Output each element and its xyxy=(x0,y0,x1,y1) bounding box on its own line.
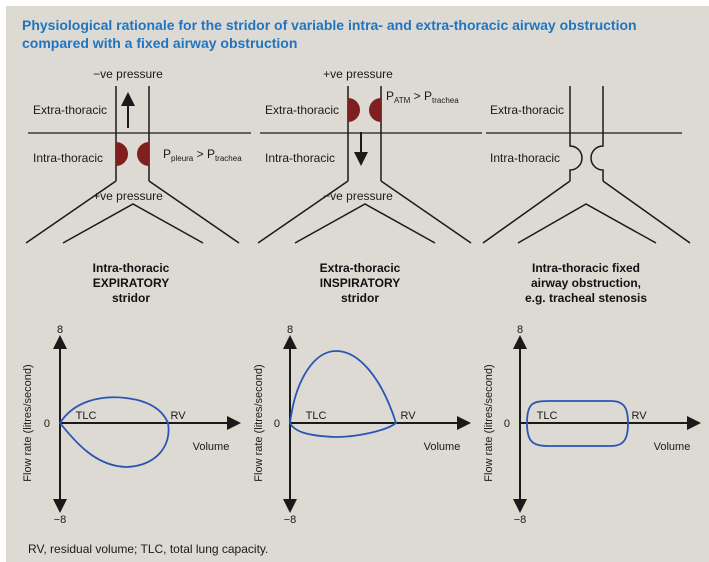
flow-volume-curve xyxy=(289,350,398,438)
intra-thoracic-label: Intra-thoracic xyxy=(33,151,103,165)
y-max-label: 8 xyxy=(517,324,523,336)
pressure-relation: Ppleura > Ptrachea xyxy=(163,147,242,163)
top-pressure-label: +ve pressure xyxy=(323,67,393,81)
intra-thoracic-label: Intra-thoracic xyxy=(490,151,560,165)
rv-label: RV xyxy=(631,410,647,422)
caption-line-3: stridor xyxy=(112,291,150,305)
footnote: RV, residual volume; TLC, total lung cap… xyxy=(28,542,269,556)
airway-diagram-inspiratory: +ve pressure Extra-thoracic Intra-thorac… xyxy=(257,67,482,305)
tlc-label: TLC xyxy=(306,410,327,422)
y-axis-label: Flow rate (litres/second) xyxy=(483,364,495,481)
y-min-label: −8 xyxy=(54,514,67,526)
lesion-left xyxy=(116,142,128,166)
flow-volume-loop-inspiratory: 8 0 −8 TLC RV Volume Flow rate (litres/s… xyxy=(253,324,471,526)
bottom-pressure-label: +ve pressure xyxy=(93,189,163,203)
y-max-label: 8 xyxy=(57,324,63,336)
caption-line-1: Extra-thoracic xyxy=(320,261,401,275)
caption-line-2: airway obstruction, xyxy=(531,276,641,290)
caption-line-2: EXPIRATORY xyxy=(93,276,169,290)
figure-graphics: −ve pressure Extra-thoracic Intra-thorac… xyxy=(22,67,701,526)
y-min-label: −8 xyxy=(284,514,297,526)
lesion-right xyxy=(369,98,381,122)
y-zero-label: 0 xyxy=(44,418,50,430)
top-pressure-label: −ve pressure xyxy=(93,67,163,81)
x-axis-label: Volume xyxy=(193,441,230,453)
caption-line-3: e.g. tracheal stenosis xyxy=(525,291,647,305)
x-axis-label: Volume xyxy=(424,441,461,453)
lesion-left xyxy=(348,98,360,122)
figure-title: Physiological rationale for the stridor … xyxy=(22,17,637,51)
flow-volume-loop-expiratory: 8 0 −8 TLC RV Volume Flow rate (litres/s… xyxy=(22,324,241,526)
extra-thoracic-label: Extra-thoracic xyxy=(265,103,339,117)
figure-panel: Physiological rationale for the stridor … xyxy=(6,6,709,562)
bottom-pressure-label: −ve pressure xyxy=(323,189,393,203)
lesion-right xyxy=(137,142,149,166)
flow-volume-loop-fixed: 8 0 −8 TLC RV Volume Flow rate (litres/s… xyxy=(483,324,701,526)
pressure-relation: PATM > Ptrachea xyxy=(386,89,459,105)
y-zero-label: 0 xyxy=(274,418,280,430)
y-zero-label: 0 xyxy=(504,418,510,430)
flow-volume-curve xyxy=(526,400,629,447)
airway-diagram-expiratory: −ve pressure Extra-thoracic Intra-thorac… xyxy=(25,67,251,305)
caption-line-1: Intra-thoracic xyxy=(93,261,170,275)
extra-thoracic-label: Extra-thoracic xyxy=(490,103,564,117)
caption-line-1: Intra-thoracic fixed xyxy=(532,261,640,275)
caption-line-2: INSPIRATORY xyxy=(320,276,400,290)
y-max-label: 8 xyxy=(287,324,293,336)
rv-label: RV xyxy=(170,410,186,422)
y-min-label: −8 xyxy=(514,514,527,526)
rv-label: RV xyxy=(400,410,416,422)
intra-thoracic-label: Intra-thoracic xyxy=(265,151,335,165)
x-axis-label: Volume xyxy=(654,441,691,453)
tlc-label: TLC xyxy=(76,410,97,422)
airway-diagram-fixed: Extra-thoracic Intra-thoracic Intra-thor… xyxy=(482,86,691,305)
extra-thoracic-label: Extra-thoracic xyxy=(33,103,107,117)
flow-volume-curve xyxy=(58,396,170,468)
tlc-label: TLC xyxy=(537,410,558,422)
y-axis-label: Flow rate (litres/second) xyxy=(22,364,34,481)
y-axis-label: Flow rate (litres/second) xyxy=(253,364,265,481)
caption-line-3: stridor xyxy=(341,291,379,305)
